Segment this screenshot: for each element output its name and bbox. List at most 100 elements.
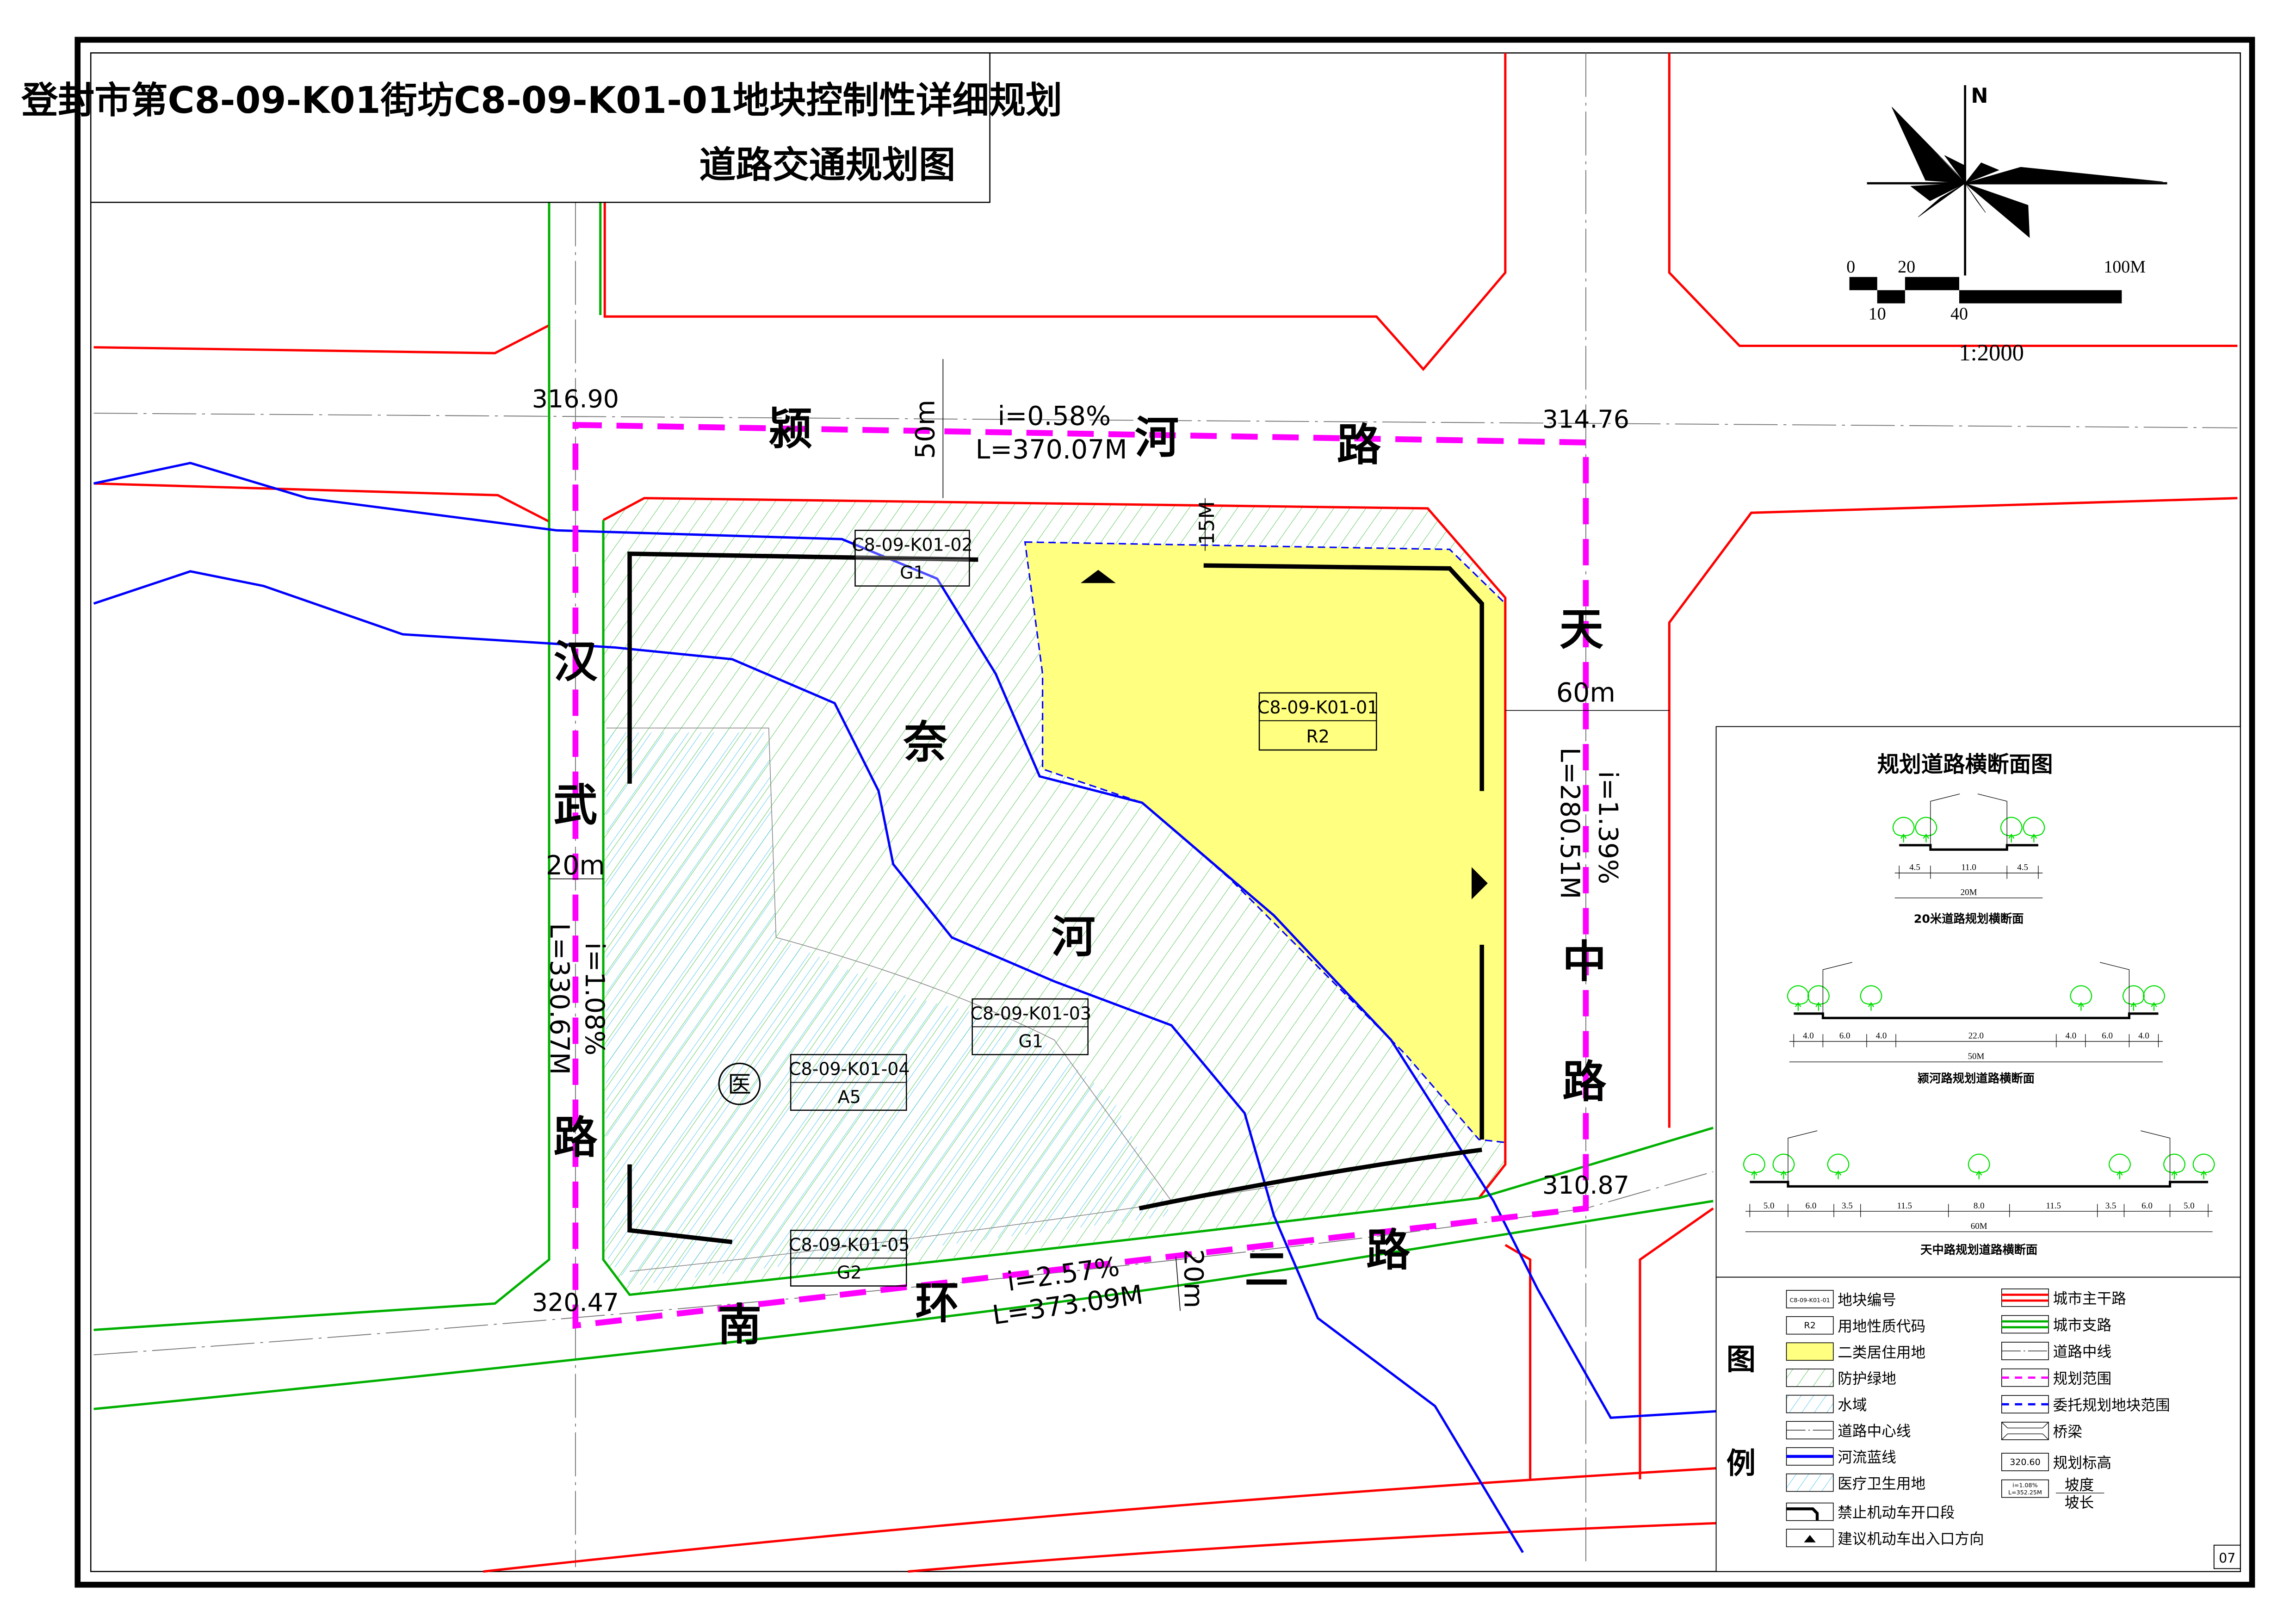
legend-item: 道路中线	[2001, 1342, 2112, 1361]
street-lamp-icon	[2141, 1130, 2171, 1182]
street-lamp-icon	[1788, 1130, 1818, 1182]
legend-label: 防护绿地	[1838, 1371, 1896, 1388]
parcel-code: G1	[1018, 1031, 1043, 1052]
river-name-1: 奈	[903, 717, 947, 768]
legend-heading-2: 例	[1727, 1446, 1756, 1481]
no-vehicle-opening-segments	[627, 551, 1484, 1245]
legend-item: 城市支路	[2001, 1315, 2111, 1334]
dimension-label: 22.0	[1968, 1031, 1984, 1041]
section-name: 天中路规划道路横断面	[1920, 1243, 2037, 1257]
legend-swatch-centerline	[1786, 1421, 1834, 1440]
dimension-label: 4.0	[2065, 1031, 2076, 1041]
width-setback: 15M	[1195, 501, 1219, 545]
water-area	[606, 732, 1172, 1286]
legend-item: 320.60 规划标高	[2001, 1453, 2112, 1472]
parcel-labels: C8-09-K01-02 G1 C8-09-K01-01 R2 C8-09-K0…	[718, 530, 1379, 1287]
parcel-id: C8-09-K01-01	[1257, 697, 1379, 718]
dimension-label: 6.0	[2102, 1031, 2113, 1041]
legend-swatch-entrusted	[2001, 1395, 2049, 1414]
slope-tianzhong-i: i=1.39%	[1592, 771, 1623, 885]
north-arrow: N	[1867, 84, 2167, 276]
legend-item: 禁止机动车开口段	[1786, 1502, 1955, 1521]
slope-hanwu-i: i=1.08%	[579, 942, 610, 1056]
legend-swatch-blue-hatch	[1786, 1394, 1834, 1413]
dimension-label: 11.0	[1961, 863, 1976, 873]
dimension-label: 3.5	[1842, 1201, 1853, 1211]
page-number: 07	[2219, 1551, 2235, 1566]
legend-item: 道路中心线	[1786, 1421, 1911, 1440]
road-name-hanwu-3: 路	[553, 1112, 598, 1163]
dimension-label: 3.5	[2105, 1201, 2117, 1211]
entrance-direction-arrow-right	[1472, 867, 1488, 899]
legend-label: 道路中线	[2053, 1344, 2112, 1361]
dimension-label: 6.0	[2141, 1201, 2153, 1211]
slope-hanwu-L: L=330.67M	[544, 923, 575, 1075]
scale-ratio: 1:2000	[1959, 340, 2024, 365]
legend-swatch-blue-hatch	[1786, 1473, 1834, 1492]
legend-label: 城市主干路	[2053, 1290, 2126, 1307]
outer-frame	[74, 37, 2255, 1588]
residential-r2-area	[1024, 541, 1506, 1144]
road-name-nanhuan-4: 路	[1366, 1225, 1411, 1276]
legend-item: 委托规划地块范围	[2001, 1395, 2170, 1414]
legend-swatch-elevation: 320.60	[2001, 1453, 2049, 1471]
parcel-id: C8-09-K01-03	[970, 1003, 1091, 1023]
legend-swatch-entrance	[1786, 1529, 1834, 1548]
parcel-k01-01: C8-09-K01-01 R2	[1257, 692, 1379, 751]
legend-item: 河流蓝线	[1786, 1447, 1896, 1466]
dimension-label: 6.0	[1839, 1031, 1850, 1041]
hospital-symbol: 医	[728, 1071, 751, 1098]
centerline-yinghe	[93, 413, 2238, 428]
width-nanhuan: 20m	[1178, 1249, 1209, 1308]
legend-item: 建议机动车出入口方向	[1786, 1529, 1984, 1548]
total-width-label: 20M	[1961, 887, 1977, 897]
legend-sample-text: R2	[1804, 1320, 1816, 1331]
elevation-sw: 320.47	[532, 1288, 619, 1317]
river-blue-lines	[93, 462, 2238, 1553]
planning-boundary	[572, 421, 1589, 1329]
parcel-code: G1	[900, 563, 925, 583]
legend-label: 河流蓝线	[1838, 1450, 1896, 1466]
street-lamp-icon	[1822, 962, 1852, 1014]
parcel-id: C8-09-K01-05	[789, 1235, 910, 1255]
legend-swatch-boundary	[2001, 1368, 2049, 1387]
legend-label: 规划标高	[2053, 1455, 2112, 1472]
legend-item: 水域	[1786, 1394, 1867, 1413]
title-line-1: 登封市第C8-09-K01街坊C8-09-K01-01地块控制性详细规划	[21, 79, 1062, 122]
legend-label: 医疗卫生用地	[1838, 1475, 1925, 1492]
legend-label: 道路中心线	[1838, 1423, 1911, 1440]
wind-rose-icon	[1891, 107, 2163, 238]
scale-tick-100: 100M	[2104, 257, 2146, 277]
legend-label: 地块编号	[1838, 1292, 1896, 1309]
section-profile	[1750, 1181, 2209, 1188]
scale-tick-10: 10	[1869, 304, 1886, 323]
dimension-label: 4.5	[2017, 863, 2028, 873]
legend-item: 规划范围	[2001, 1368, 2111, 1387]
legend-swatch-green-hatch	[1786, 1369, 1834, 1387]
legend-item: 城市主干路	[2001, 1288, 2126, 1307]
land-use	[603, 498, 1506, 1295]
legend-swatch-branch	[2001, 1315, 2049, 1334]
parcel-code: R2	[1306, 726, 1330, 747]
legend-item: 桥梁	[2001, 1422, 2082, 1441]
road-name-nanhuan-2: 环	[915, 1278, 959, 1329]
legend-swatch-centerline	[2001, 1342, 2049, 1360]
legend-swatch-river	[1786, 1447, 1834, 1466]
parcel-k01-02: C8-09-K01-02 G1	[852, 530, 973, 587]
branch-roads	[93, 202, 1714, 1410]
legend-heading-1: 图	[1727, 1342, 1756, 1376]
slope-yinghe-L: L=370.07M	[976, 434, 1127, 465]
section-profile	[1899, 844, 2038, 851]
elevations: 316.90 314.76 310.87 320.47	[532, 384, 1629, 1317]
section-profile	[1794, 1012, 2159, 1019]
dimension-label: 6.0	[1806, 1201, 1817, 1211]
title-line-2: 道路交通规划图	[699, 143, 955, 186]
legend-sample-text: 320.60	[2010, 1457, 2040, 1467]
legend-item: 医疗卫生用地	[1786, 1473, 1925, 1492]
width-hanwu: 20m	[546, 850, 605, 881]
sections-title: 规划道路横断面图	[1877, 752, 2053, 778]
